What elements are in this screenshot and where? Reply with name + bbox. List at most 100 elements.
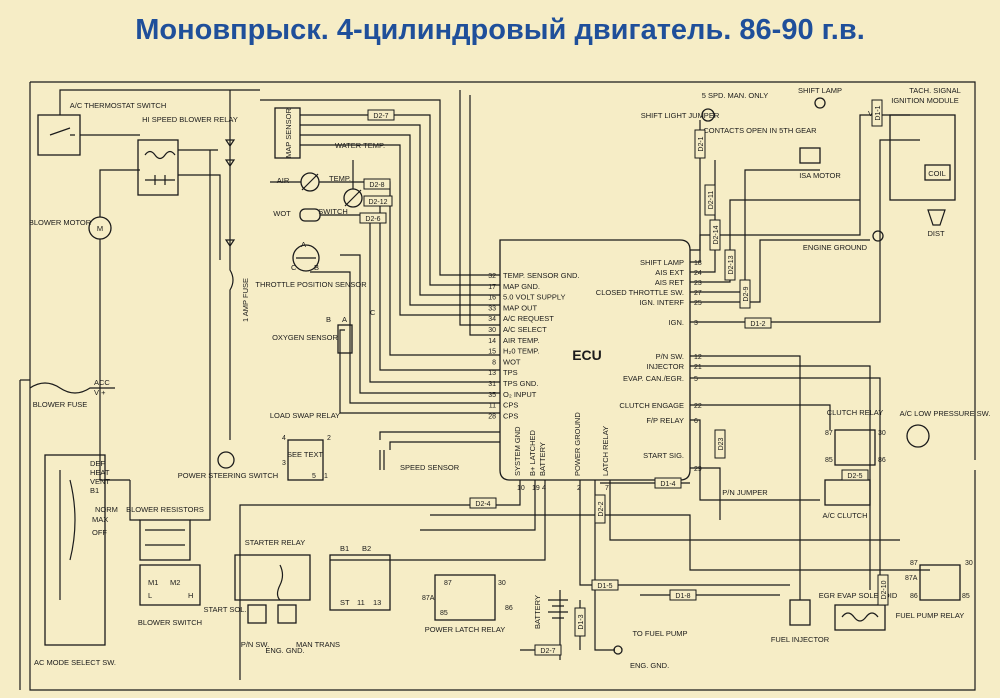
- oxygen-sensor: OXYGEN SENSOR B A C: [272, 308, 376, 354]
- svg-text:SWITCH: SWITCH: [318, 207, 348, 216]
- svg-text:BLOWER RESISTORS: BLOWER RESISTORS: [126, 505, 204, 514]
- blower-switch: M1 M2 L H BLOWER SWITCH: [138, 564, 202, 627]
- svg-text:D2-12: D2-12: [368, 199, 387, 206]
- svg-text:D1-2: D1-2: [750, 321, 765, 328]
- isa-motor: ISA MOTOR: [799, 147, 841, 180]
- connector-d211: D2-11: [704, 184, 716, 216]
- svg-text:87A: 87A: [422, 595, 435, 602]
- svg-text:MAP SENSOR: MAP SENSOR: [284, 107, 293, 157]
- ecu-pin-number: 7: [605, 485, 609, 492]
- svg-text:D2-14: D2-14: [713, 225, 720, 244]
- svg-text:MAX: MAX: [92, 515, 108, 524]
- hi-speed-blower-relay: HI SPEED BLOWER RELAY: [137, 115, 238, 196]
- svg-text:HI SPEED BLOWER RELAY: HI SPEED BLOWER RELAY: [142, 115, 238, 124]
- blower-motor: M BLOWER MOTOR: [29, 216, 112, 240]
- connector-d21: D2-1: [694, 129, 706, 159]
- svg-text:C: C: [370, 308, 376, 317]
- ecu-pin-label: WOT: [503, 357, 521, 366]
- ecu-pin-label: B+ LATCHED: [528, 430, 537, 476]
- svg-text:M: M: [97, 224, 103, 233]
- page-title: Моновпрыск. 4-цилиндровый двигатель. 86-…: [135, 14, 865, 46]
- ecu-pin-label: AIR TEMP.: [503, 336, 539, 345]
- svg-text:87A: 87A: [905, 575, 918, 582]
- svg-text:P/N SW.: P/N SW.: [241, 640, 269, 649]
- svg-text:HEAT: HEAT: [90, 468, 110, 477]
- svg-text:DEF: DEF: [90, 459, 105, 468]
- connector-d18: D1-8: [669, 589, 697, 601]
- connector-d22: D2-2: [594, 494, 606, 524]
- ecu-pin-label: SHIFT LAMP: [640, 258, 684, 267]
- ecu-right-pin: START SIG.: [643, 451, 684, 460]
- svg-text:BLOWER SWITCH: BLOWER SWITCH: [138, 618, 202, 627]
- map-sensor: MAP SENSOR: [274, 107, 301, 159]
- ecu-pin-number: 12: [694, 354, 702, 361]
- ecu-pin-number: 25: [694, 300, 702, 307]
- ecu-pin-label: P/N SW.: [656, 352, 684, 361]
- ecu-right-pin: IGN.3: [669, 318, 698, 327]
- svg-text:D2-1: D2-1: [698, 136, 705, 151]
- ecu-pin-label: TPS: [503, 368, 518, 377]
- frame-wires: [19, 81, 976, 691]
- ecu-pin-number: 17: [488, 284, 496, 291]
- svg-text:87: 87: [444, 580, 452, 587]
- svg-text:ST: ST: [340, 598, 350, 607]
- ecu-pin-number: 19: [532, 485, 540, 492]
- svg-text:POWER LATCH RELAY: POWER LATCH RELAY: [425, 625, 506, 634]
- svg-text:1: 1: [324, 473, 328, 480]
- svg-text:FUEL INJECTOR: FUEL INJECTOR: [771, 635, 830, 644]
- svg-text:86: 86: [505, 605, 513, 612]
- load-swap-relay: SEE TEXT LOAD SWAP RELAY 4 2 3 5 1: [270, 411, 340, 481]
- svg-text:ENGINE GROUND: ENGINE GROUND: [803, 243, 868, 252]
- ecu-pin-number: 16: [488, 295, 496, 302]
- ecu-pin-label: O₂ INPUT: [503, 390, 537, 399]
- power-steering-switch: POWER STEERING SWITCH: [178, 451, 278, 480]
- svg-text:START SOL.: START SOL.: [204, 605, 247, 614]
- svg-text:D1-8: D1-8: [675, 593, 690, 600]
- ecu-pin-number: 2: [577, 485, 581, 492]
- svg-text:D2-7: D2-7: [540, 648, 555, 655]
- ecu-pin-label: LATCH RELAY: [601, 426, 610, 476]
- svg-text:30: 30: [498, 580, 506, 587]
- ecu-pin-label: TEMP. SENSOR GND.: [503, 271, 580, 280]
- ecu-pin-number: 3: [694, 320, 698, 327]
- svg-text:D1-3: D1-3: [578, 614, 585, 629]
- svg-text:A/C THERMOSTAT SWITCH: A/C THERMOSTAT SWITCH: [70, 101, 167, 110]
- svg-text:30: 30: [965, 560, 973, 567]
- ecu-pin-label: F/P RELAY: [646, 416, 684, 425]
- svg-text:M2: M2: [170, 578, 180, 587]
- pn-jumper: P/N JUMPER: [722, 488, 768, 497]
- ecu-pin-number: 10: [517, 485, 525, 492]
- svg-text:D2-10: D2-10: [881, 580, 888, 599]
- ecu-pin-number: 24: [694, 270, 702, 277]
- ecu-bottom-pin: LATCH RELAY 7: [601, 426, 610, 492]
- svg-text:M1: M1: [148, 578, 158, 587]
- ecu-pin-number: 5: [694, 376, 698, 383]
- svg-text:5 SPD. MAN. ONLY: 5 SPD. MAN. ONLY: [702, 91, 769, 100]
- svg-text:A: A: [342, 315, 347, 324]
- one-amp-fuse: 1 AMP FUSE: [224, 90, 250, 440]
- blower-resistors: BLOWER RESISTORS: [126, 505, 204, 561]
- svg-text:B1: B1: [340, 544, 349, 553]
- connector-tags: D2-7 D2-8 D2-12 D2-6 D2-4 D2-2 D1-4 D1-5…: [359, 99, 889, 656]
- svg-text:A/C CLUTCH: A/C CLUTCH: [822, 511, 867, 520]
- svg-text:B: B: [314, 263, 319, 272]
- ignition-module: COIL TACH. SIGNAL IGNITION MODULE V DIST: [868, 86, 961, 238]
- svg-text:A/C LOW PRESSURE SW.: A/C LOW PRESSURE SW.: [900, 409, 991, 418]
- ecu-pin-label: SYSTEM GND: [513, 426, 522, 476]
- svg-text:FUEL PUMP RELAY: FUEL PUMP RELAY: [896, 611, 965, 620]
- connector-d24: D2-4: [469, 497, 497, 509]
- wot-switch: WOT SWITCH: [273, 207, 348, 222]
- svg-text:B2: B2: [362, 544, 371, 553]
- svg-text:D1-4: D1-4: [660, 481, 675, 488]
- connector-d23: D23: [714, 429, 726, 459]
- ecu-pin-number: 28: [488, 413, 496, 420]
- svg-text:OFF: OFF: [92, 528, 107, 537]
- shift-lamp: SHIFT LAMP: [798, 86, 842, 109]
- battery: BATTERY: [533, 595, 568, 629]
